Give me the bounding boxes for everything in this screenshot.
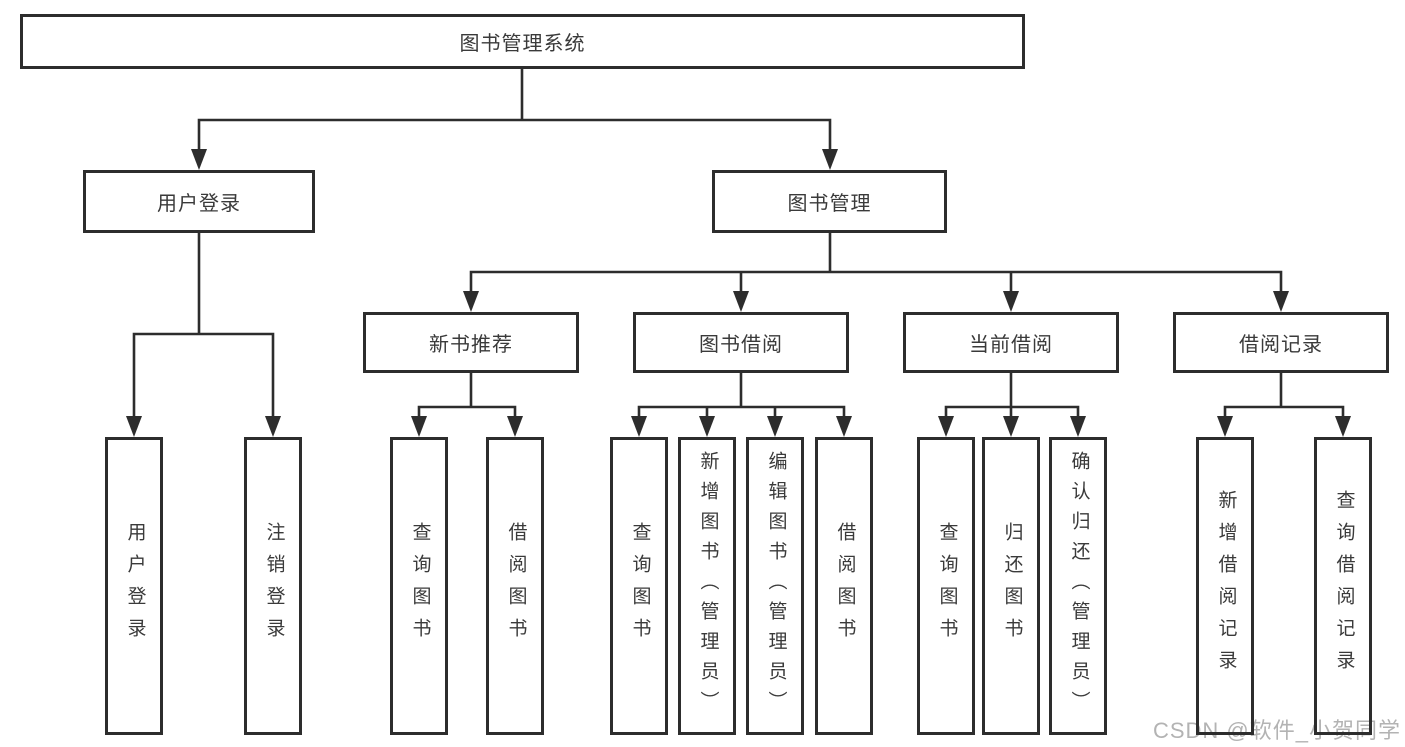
leaf-borrow-books-recommend: 借阅图书 [486,437,544,735]
csdn-watermark: CSDN @软件_小贺同学 [1152,718,1401,743]
node-label: 用户登录 [124,522,146,650]
leaf-query-books-current: 查询图书 [917,437,975,735]
node-label: 图书管理系统 [459,33,586,55]
node-label: 借阅图书 [505,522,527,650]
leaf-add-books-admin: 新增图书（管理员） [678,437,736,735]
node-label: 图书借阅 [699,334,783,356]
node-label: 新书推荐 [429,334,513,356]
connector-book-management-to-level3 [463,231,1289,312]
node-label: 新增图书（管理员） [697,451,719,721]
node-label: 查询图书 [629,522,651,650]
leaf-add-borrow-record: 新增借阅记录 [1196,437,1254,735]
node-label: 查询图书 [409,522,431,650]
node-label: 新增借阅记录 [1215,490,1237,682]
node-label: 用户登录 [157,193,241,215]
node-new-book-recommend: 新书推荐 [363,312,579,373]
connector-new-book-recommend-to-leaves [411,371,523,437]
connector-current-borrow-to-leaves [938,371,1086,437]
leaf-query-books-borrow: 查询图书 [610,437,668,735]
leaf-logout: 注销登录 [244,437,302,735]
connector-borrow-records-to-leaves [1217,371,1351,437]
node-label: 借阅图书 [834,522,856,650]
node-book-borrow: 图书借阅 [633,312,849,373]
node-library-management-system: 图书管理系统 [20,14,1025,69]
leaf-confirm-return-admin: 确认归还（管理员） [1049,437,1107,735]
node-label: 编辑图书（管理员） [765,451,787,721]
node-label: 当前借阅 [969,334,1053,356]
connector-book-borrow-to-leaves [631,371,852,437]
connector-user-login-to-leaves [126,231,281,437]
node-label: 查询借阅记录 [1333,490,1355,682]
node-label: 查询图书 [936,522,958,650]
node-label: 图书管理 [787,193,872,215]
node-label: 借阅记录 [1239,334,1323,356]
leaf-borrow-books: 借阅图书 [815,437,873,735]
node-book-management: 图书管理 [712,170,947,233]
connector-root-to-level2 [191,67,838,170]
leaf-query-borrow-record: 查询借阅记录 [1314,437,1372,735]
node-label: 确认归还（管理员） [1068,451,1090,721]
node-user-login: 用户登录 [83,170,315,233]
node-current-borrow: 当前借阅 [903,312,1119,373]
leaf-edit-books-admin: 编辑图书（管理员） [746,437,804,735]
node-label: 注销登录 [263,522,285,650]
leaf-user-login: 用户登录 [105,437,163,735]
leaf-query-books-recommend: 查询图书 [390,437,448,735]
node-borrow-records: 借阅记录 [1173,312,1389,373]
leaf-return-books: 归还图书 [982,437,1040,735]
node-label: 归还图书 [1001,522,1023,650]
